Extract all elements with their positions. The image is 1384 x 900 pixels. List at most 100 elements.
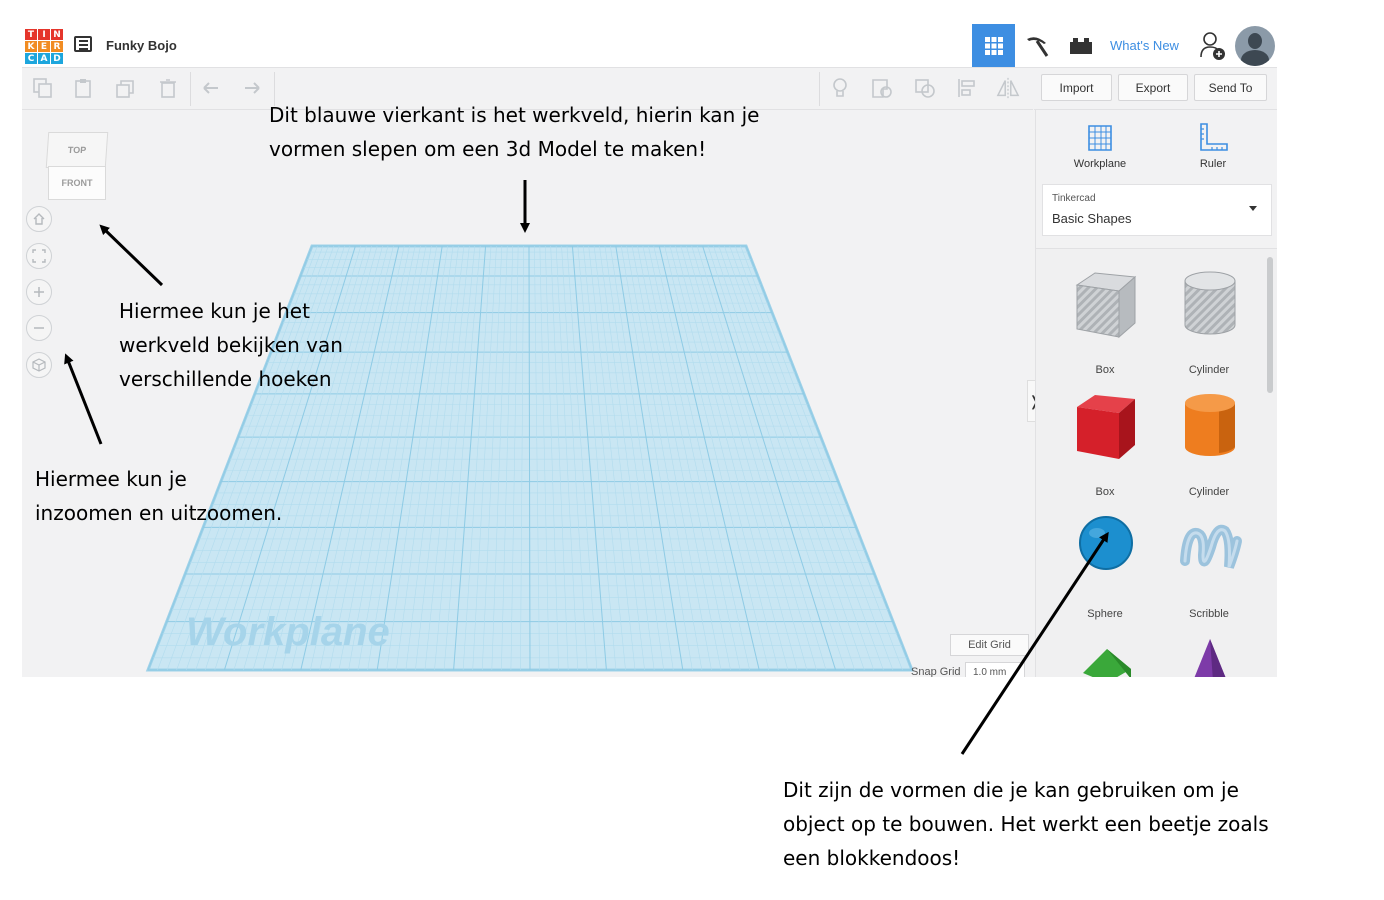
annotation-workplane: Dit blauwe vierkant is het werkveld, hie…	[269, 103, 760, 161]
box-hole-icon	[1075, 272, 1137, 339]
shape-cylinder-gray[interactable]: Cylinder	[1157, 267, 1261, 389]
workplane-watermark: Workplane	[186, 610, 390, 654]
codeblocks-button[interactable]	[1017, 24, 1057, 67]
roof-icon	[1083, 649, 1131, 677]
cylinder-icon	[1185, 394, 1235, 456]
brick-icon	[1070, 37, 1092, 54]
shape-library-dropdown[interactable]: Tinkercad Basic Shapes	[1042, 184, 1272, 236]
perspective-icon	[32, 358, 46, 372]
fit-view-button[interactable]	[26, 243, 52, 269]
shape-label: Box	[1095, 364, 1115, 376]
align-icon[interactable]	[955, 76, 979, 100]
zoom-out-icon	[34, 327, 44, 329]
shape-box-red[interactable]: Box	[1053, 389, 1157, 511]
arrow-to-viewcube	[99, 224, 164, 287]
invite-user-button[interactable]	[1197, 24, 1229, 67]
copy-icon[interactable]	[31, 76, 55, 100]
chevron-right-icon: ❭	[1029, 393, 1041, 410]
box-icon	[1077, 395, 1135, 459]
ruler-tool[interactable]: Ruler	[1173, 118, 1253, 170]
ruler-icon	[1200, 123, 1228, 151]
shape-label: Cylinder	[1188, 364, 1230, 376]
shapes-scrollbar[interactable]	[1267, 257, 1273, 393]
grid-icon	[984, 36, 1003, 55]
home-view-button[interactable]	[26, 206, 52, 232]
cone-icon	[1194, 639, 1226, 677]
home-icon	[33, 213, 45, 225]
library-name: Basic Shapes	[1052, 211, 1132, 226]
file-actions: Import Export Send To	[1034, 68, 1277, 110]
annotation-zoom: Hiermee kun je inzoomen en uitzoomen.	[35, 467, 283, 525]
perspective-button[interactable]	[26, 352, 52, 378]
shape-box-gray[interactable]: Box	[1053, 267, 1157, 389]
ruler-tool-label: Ruler	[1199, 158, 1227, 170]
shape-roof-green[interactable]	[1053, 633, 1157, 677]
workplane-tool[interactable]: Workplane	[1060, 118, 1140, 170]
shape-cone-purple[interactable]	[1157, 633, 1261, 677]
shape-label: Box	[1095, 486, 1115, 498]
annotation-viewcube: Hiermee kun je het werkveld bekijken van…	[119, 299, 343, 391]
edit-toolbar	[22, 68, 1033, 110]
import-button[interactable]: Import	[1041, 74, 1112, 101]
shape-label: Scribble	[1189, 608, 1229, 620]
scribble-icon	[1180, 524, 1242, 569]
shapes-panel: Workplane Ruler Tinkercad Basic Shapes	[1035, 110, 1277, 677]
zoom-out-button[interactable]	[26, 315, 52, 341]
logo-letter: R	[51, 41, 63, 52]
library-source: Tinkercad	[1052, 193, 1096, 204]
logo-letter: D	[51, 53, 63, 64]
add-user-icon	[1200, 31, 1225, 60]
design-list-icon[interactable]	[74, 36, 92, 52]
logo-letter: N	[51, 29, 63, 40]
delete-icon[interactable]	[156, 76, 180, 100]
paste-icon[interactable]	[72, 76, 96, 100]
pickaxe-icon	[1027, 36, 1049, 57]
viewcube-front-face[interactable]: FRONT	[48, 166, 106, 200]
export-button[interactable]: Export	[1118, 74, 1188, 101]
arrow-to-shapes	[960, 531, 1109, 755]
toolbar-divider	[819, 72, 820, 106]
logo-letter: C	[25, 53, 37, 64]
shape-scribble[interactable]: Scribble	[1157, 511, 1261, 633]
send-to-button[interactable]: Send To	[1194, 74, 1267, 101]
shape-label: Cylinder	[1188, 486, 1230, 498]
bricks-button[interactable]	[1059, 24, 1103, 67]
toolbar-divider	[274, 72, 275, 106]
user-avatar[interactable]	[1235, 26, 1275, 66]
redo-icon[interactable]	[240, 76, 264, 100]
ungroup-icon[interactable]	[913, 76, 937, 100]
workplane-grid[interactable]	[22, 24, 1035, 677]
annotation-shapes: Dit zijn de vormen die je kan gebruiken …	[783, 778, 1269, 870]
snap-grid-select[interactable]: 1.0 mm	[965, 662, 1025, 677]
whats-new-link[interactable]: What's New	[1110, 38, 1179, 53]
group-icon[interactable]	[870, 76, 894, 100]
caret-down-icon	[1249, 206, 1257, 211]
shape-label: Sphere	[1087, 608, 1123, 620]
design-title[interactable]: Funky Bojo	[106, 38, 177, 53]
arrow-to-zoom	[64, 353, 103, 445]
mirror-icon[interactable]	[996, 76, 1020, 100]
logo-letter: K	[25, 41, 37, 52]
zoom-in-icon	[34, 287, 44, 297]
shapes-grid: Box Cylinder Box	[1036, 248, 1277, 677]
zoom-in-button[interactable]	[26, 279, 52, 305]
edit-grid-button[interactable]: Edit Grid	[950, 634, 1029, 656]
snap-grid-label: Snap Grid	[911, 666, 961, 677]
lightbulb-icon[interactable]	[828, 76, 852, 100]
toolbar-divider	[190, 72, 191, 106]
fit-view-icon	[32, 249, 46, 263]
cylinder-hole-icon	[1184, 271, 1236, 335]
workplane-tool-label: Workplane	[1073, 158, 1127, 170]
grid-view-button[interactable]	[972, 24, 1015, 67]
duplicate-icon[interactable]	[114, 76, 138, 100]
workplane-icon	[1088, 125, 1112, 151]
undo-icon[interactable]	[199, 76, 223, 100]
logo-letter: I	[38, 29, 50, 40]
logo-letter: T	[25, 29, 37, 40]
shape-cylinder-orange[interactable]: Cylinder	[1157, 389, 1261, 511]
logo-letter: A	[38, 53, 50, 64]
